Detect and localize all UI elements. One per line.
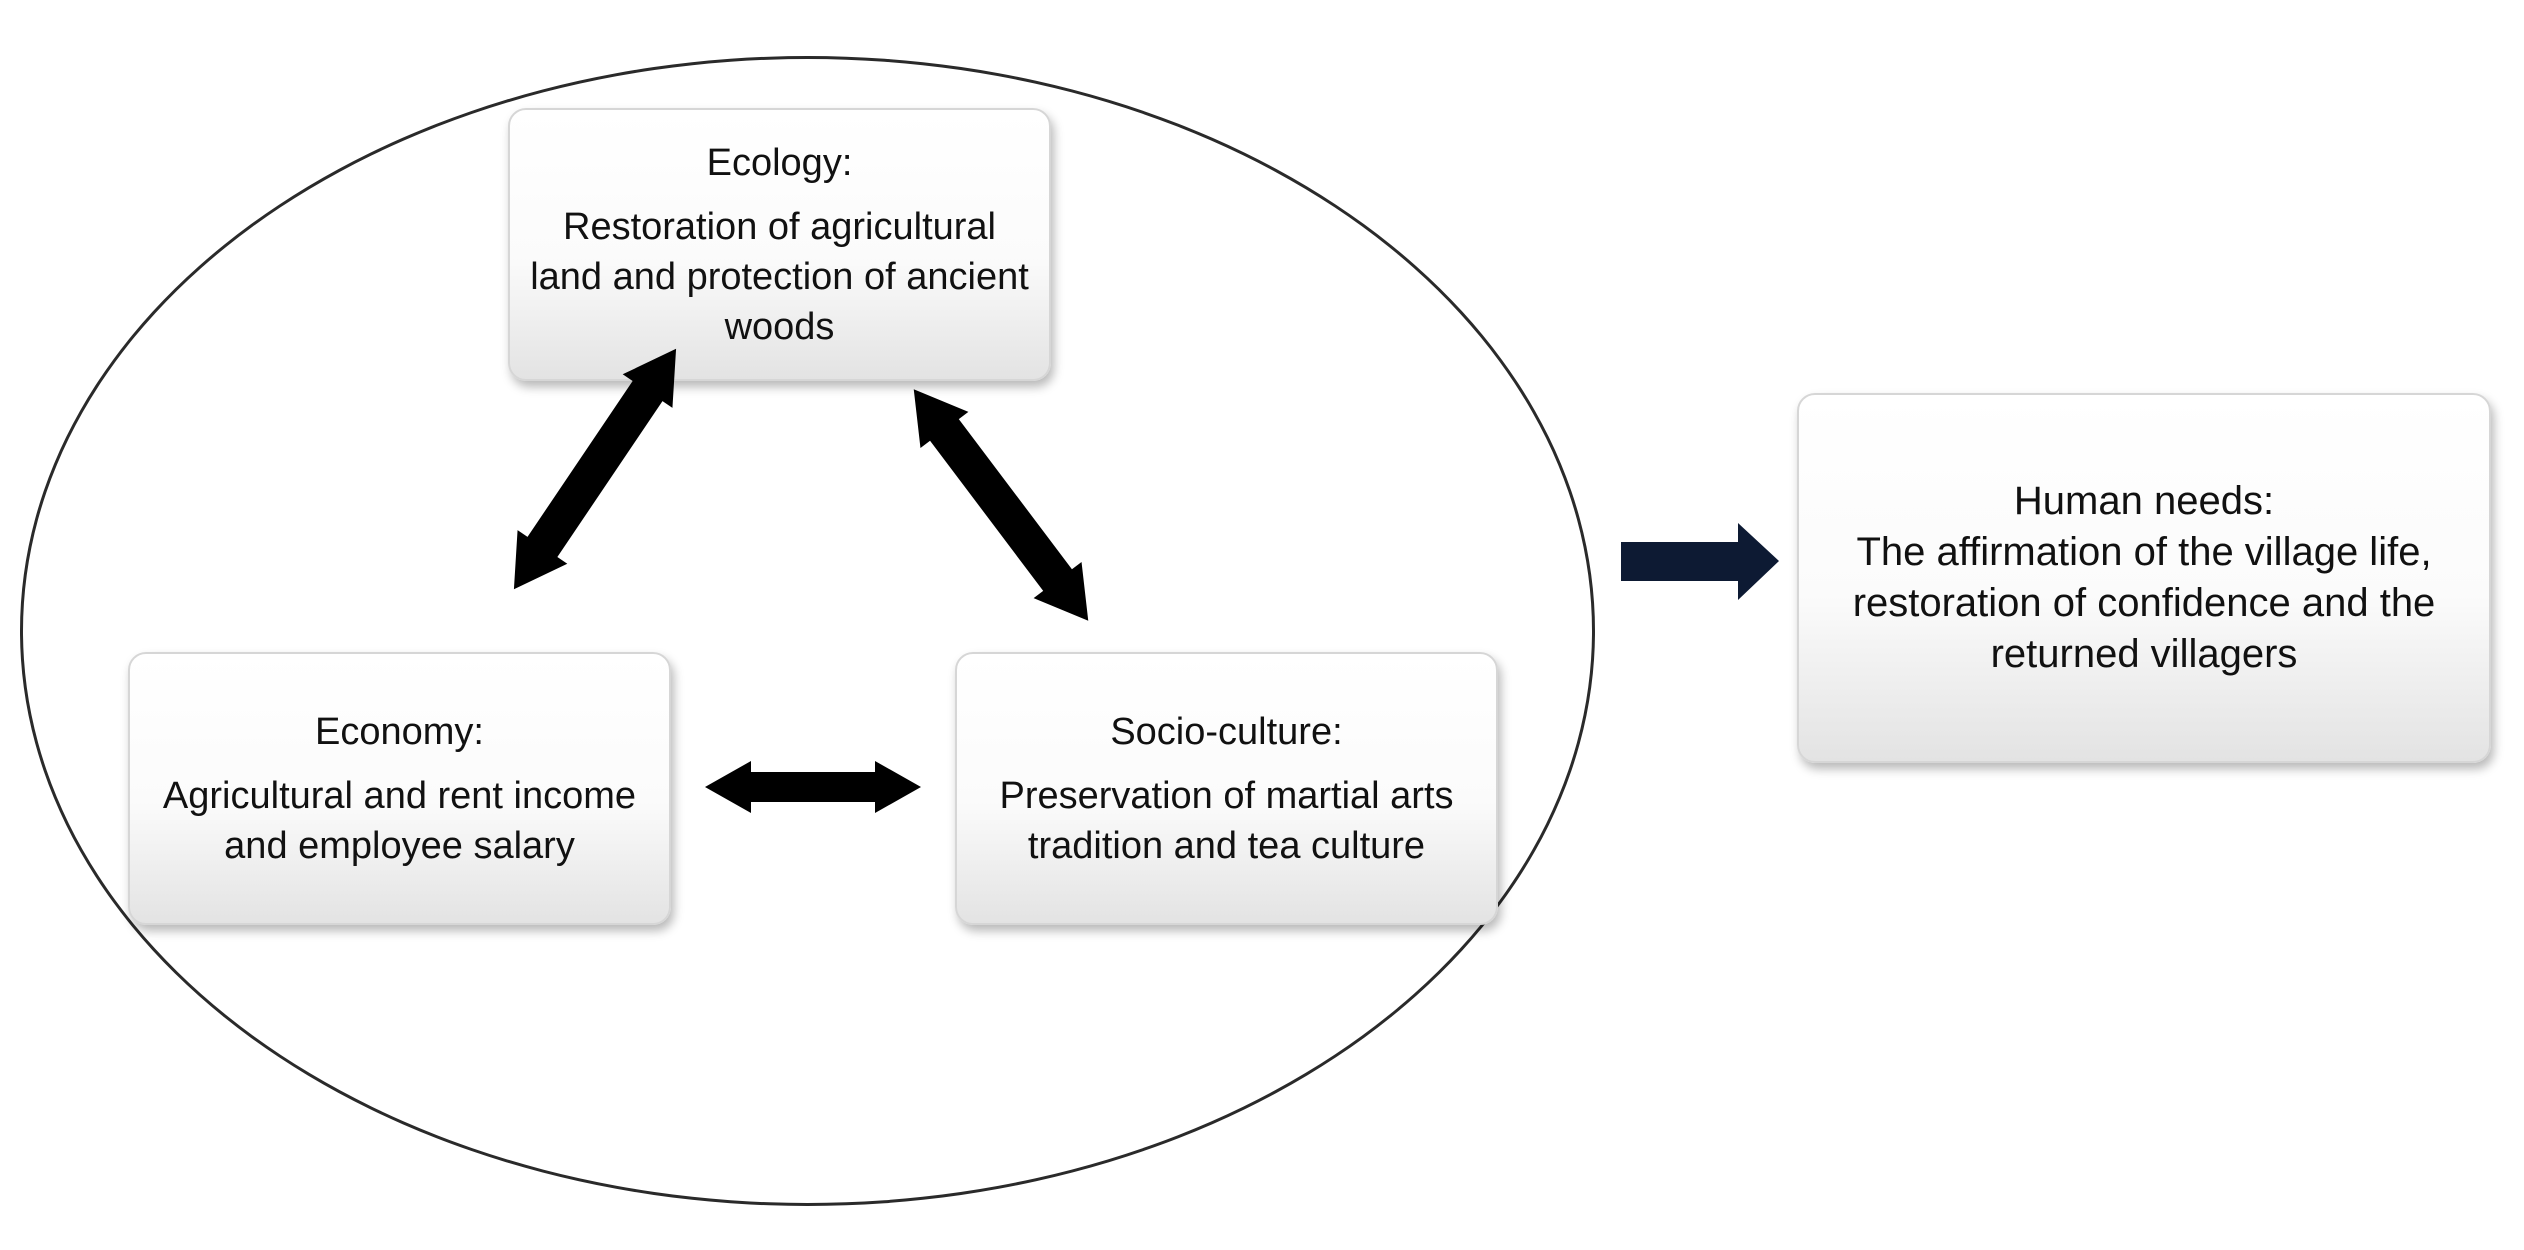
ecology-box: Ecology: Restoration of agricultural lan… bbox=[508, 108, 1051, 381]
system-ellipse bbox=[20, 56, 1595, 1206]
human-needs-text: The affirmation of the village life, res… bbox=[1852, 530, 2436, 676]
human-needs-box: Human needs: The affirmation of the vill… bbox=[1797, 393, 2491, 763]
ecology-text: Restoration of agricultural land and pro… bbox=[530, 205, 1029, 348]
socio-culture-box: Socio-culture: Preservation of martial a… bbox=[955, 652, 1498, 925]
economy-box: Economy: Agricultural and rent income an… bbox=[128, 652, 671, 925]
ecology-title: Ecology: bbox=[706, 141, 853, 184]
ecology-socio-double-arrow bbox=[913, 389, 1089, 621]
economy-text: Agricultural and rent income and employe… bbox=[162, 774, 637, 867]
economy-socio-double-arrow bbox=[705, 761, 921, 813]
economy-title: Economy: bbox=[315, 710, 484, 753]
socio-culture-title: Socio-culture: bbox=[1110, 710, 1343, 753]
human-needs-title: Human needs: bbox=[2013, 479, 2275, 523]
output-arrow bbox=[1621, 523, 1779, 600]
socio-culture-text: Preservation of martial arts tradition a… bbox=[999, 774, 1454, 867]
ecology-economy-double-arrow bbox=[513, 348, 677, 590]
